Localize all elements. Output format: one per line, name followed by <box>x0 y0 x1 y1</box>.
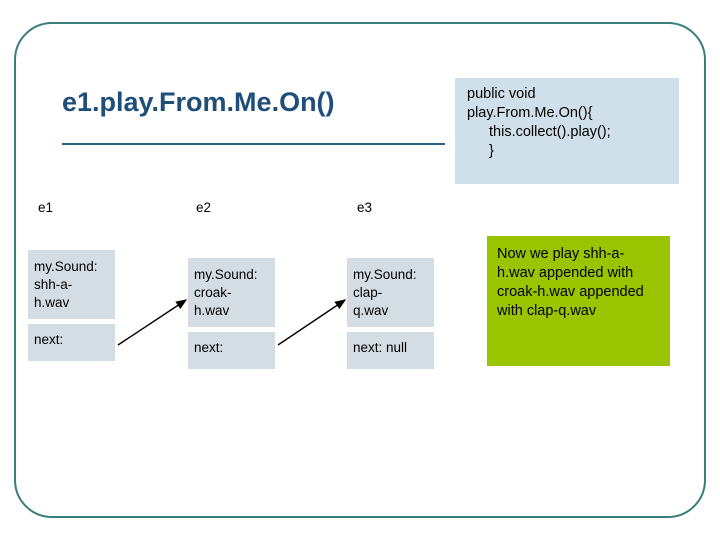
object-box-e1: my.Sound: shh-a- h.wav next: <box>28 250 115 362</box>
object-e3-sound-line2: clap- <box>353 284 383 300</box>
page-title: e1.play.From.Me.On() <box>62 87 335 117</box>
explanation-note-box: Now we play shh-a-h.wav appended with cr… <box>487 236 670 366</box>
object-e2-sound-line2: croak- <box>194 284 232 300</box>
object-box-e2: my.Sound: croak- h.wav next: <box>188 258 275 370</box>
title-divider <box>62 143 445 145</box>
object-e1-next-field: next: <box>34 332 64 348</box>
object-e3-sound-line1: my.Sound: <box>353 267 417 282</box>
object-e3-next-field: next: null <box>353 340 408 356</box>
explanation-note-text: Now we play shh-a-h.wav appended with cr… <box>497 246 644 320</box>
code-line-2: play.From.Me.On(){ <box>467 105 593 122</box>
column-label-e3: e3 <box>357 200 373 215</box>
object-e2-sound-field: my.Sound: croak- h.wav <box>188 258 275 327</box>
code-line-4: } <box>489 143 494 160</box>
object-e1-sound-line3: h.wav <box>34 294 70 310</box>
object-e1-divider <box>28 319 115 325</box>
code-line-3: this.collect().play(); <box>489 124 611 141</box>
object-e3-sound-line3: q.wav <box>353 302 389 318</box>
object-e1-sound-field: my.Sound: shh-a- h.wav <box>28 250 115 319</box>
code-line-1: public void <box>467 86 536 102</box>
object-e2-next-field: next: <box>194 340 224 356</box>
object-e1-sound-line2: shh-a- <box>34 276 73 292</box>
object-box-e3: my.Sound: clap- q.wav next: null <box>347 258 434 370</box>
column-label-e1: e1 <box>38 200 54 215</box>
object-e2-sound-line3: h.wav <box>194 302 230 318</box>
slide-frame <box>14 22 706 518</box>
object-e3-sound-field: my.Sound: clap- q.wav <box>347 258 434 327</box>
object-e2-divider <box>188 327 275 333</box>
column-label-e2: e2 <box>196 200 212 215</box>
object-e3-divider <box>347 327 434 333</box>
code-snippet-box: public void play.From.Me.On(){ this.coll… <box>455 78 679 184</box>
object-e1-sound-line1: my.Sound: <box>34 259 98 274</box>
object-e2-sound-line1: my.Sound: <box>194 267 258 282</box>
